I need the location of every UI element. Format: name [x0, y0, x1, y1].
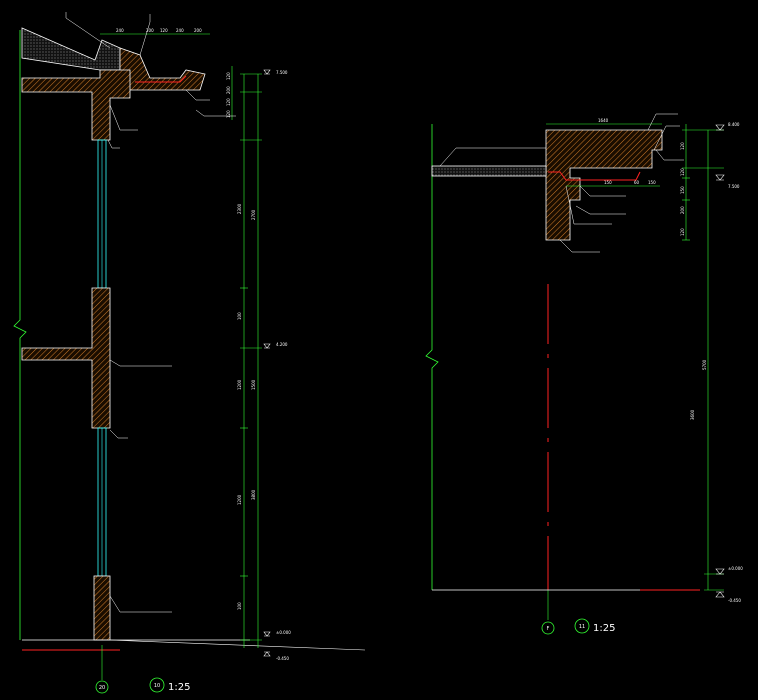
right-elev-7500: 7.500: [728, 184, 740, 189]
top-floor-slab: [21, 69, 131, 141]
left-top-dim-a: 240: [116, 28, 124, 33]
left-dim-2700: 2700: [251, 209, 256, 220]
gutter-red-edge: [135, 75, 187, 83]
left-detail-number: 10: [154, 683, 160, 689]
left-dim-1200a: 1200: [237, 379, 242, 390]
left-small-dim-a: 120: [226, 72, 231, 80]
right-detail-scale: 1:25: [593, 623, 615, 634]
right-dim-b: 120: [680, 168, 685, 176]
eave-gutter: [119, 47, 206, 91]
left-small-dim-d: 120: [226, 110, 231, 118]
right-mid-dim-c: 150: [648, 180, 656, 185]
left-section-detail: 20 10 1:25 2300 100 1200 1200 100 2700 1…: [13, 12, 366, 694]
left-dim-ticks: [240, 73, 262, 641]
left-axis-bubble: [95, 680, 109, 694]
right-mid-dim-b: 60: [634, 180, 640, 185]
right-detail-bubble: [574, 618, 590, 634]
right-axis-bubble: [541, 621, 555, 635]
left-elev-7500: 7.500: [276, 70, 288, 75]
roof-red-edge: [548, 171, 641, 181]
left-top-dim-d: 240: [176, 28, 184, 33]
left-small-dim-b: 200: [226, 86, 231, 94]
left-dim-100b: 100: [237, 602, 242, 610]
middle-floor-slab: [21, 287, 111, 429]
right-dim-3600: 3600: [690, 409, 695, 420]
left-small-dim-c: 120: [226, 98, 231, 106]
right-leader-lines: [439, 113, 684, 253]
left-top-dim-b: 200: [146, 28, 154, 33]
left-detail-scale: 1:25: [168, 682, 190, 693]
left-dim-1200b: 1200: [237, 494, 242, 505]
right-section-detail: F 11 1:25 1640 150 60 150 120 120 150 20…: [425, 113, 743, 635]
right-elevation-markers: [715, 124, 725, 598]
right-elev-8400: 8.400: [728, 122, 740, 127]
right-dim-c: 150: [680, 186, 685, 194]
left-top-dim-c: 120: [160, 28, 168, 33]
right-elev-neg: -0.450: [728, 598, 741, 603]
right-mid-dim-a: 150: [604, 180, 612, 185]
right-dim-a: 120: [680, 142, 685, 150]
left-break-line: [13, 30, 27, 640]
right-dim-d: 200: [680, 206, 685, 214]
left-top-dim-e: 200: [194, 28, 202, 33]
right-elev-0: ±0.000: [728, 566, 743, 571]
left-dim-1500: 1500: [251, 379, 256, 390]
left-dim-100a: 100: [237, 312, 242, 320]
right-detail-number: 11: [579, 624, 585, 630]
right-dim-5700: 5700: [702, 359, 707, 370]
left-elev-4200: 4.200: [276, 342, 288, 347]
left-elev-neg: -0.450: [276, 656, 289, 661]
right-top-dim: 1640: [598, 118, 609, 123]
left-dim-3800: 3800: [251, 489, 256, 500]
left-axis-label: 20: [99, 685, 105, 691]
left-dim-2300: 2300: [237, 203, 242, 214]
left-elev-0: ±0.000: [276, 630, 291, 635]
grade-line: [109, 639, 366, 651]
parapet-block: [545, 129, 663, 241]
base-wall: [93, 575, 111, 641]
right-break-line: [425, 124, 439, 590]
left-detail-bubble: [149, 677, 165, 693]
right-axis-label: F: [547, 626, 550, 632]
right-dim-e: 120: [680, 228, 685, 236]
left-elevation-markers: [263, 69, 271, 657]
roof-slab: [431, 165, 547, 177]
left-leader-lines: [65, 12, 236, 613]
